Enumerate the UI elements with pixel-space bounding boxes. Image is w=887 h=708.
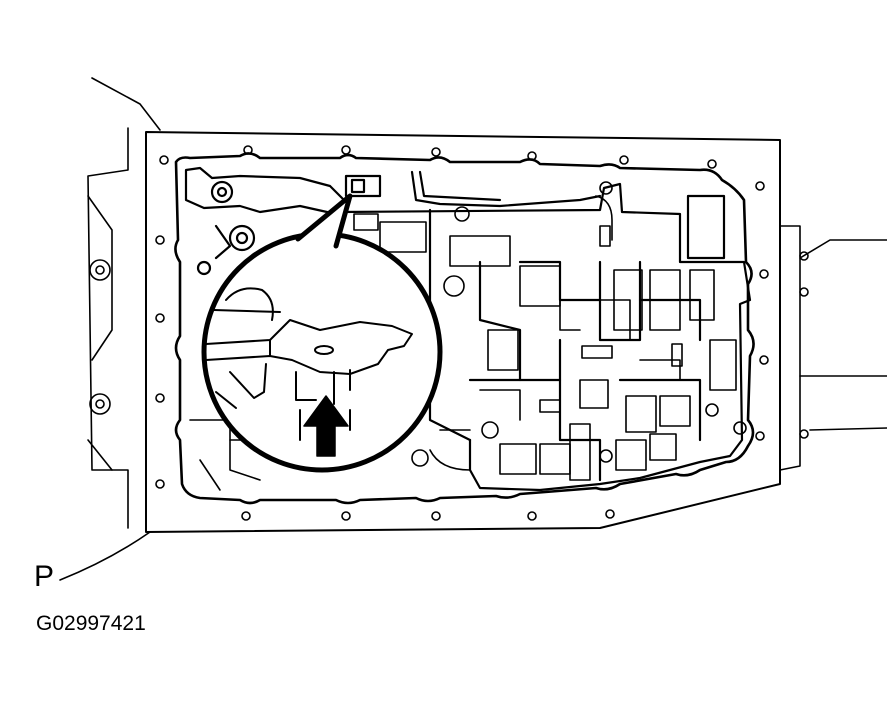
pan-gasket (174, 152, 755, 505)
transmission-case (59, 77, 161, 581)
figure-code: G02997421 (36, 612, 146, 635)
up-arrow-icon (303, 395, 349, 457)
case-right-side (779, 225, 887, 471)
valve-body-details (353, 181, 747, 481)
magnified-callout (201, 193, 443, 473)
pan-flange (145, 131, 781, 533)
callout-detail (205, 287, 413, 441)
view-label: P (34, 560, 55, 593)
flange-bolt-holes (155, 145, 769, 521)
